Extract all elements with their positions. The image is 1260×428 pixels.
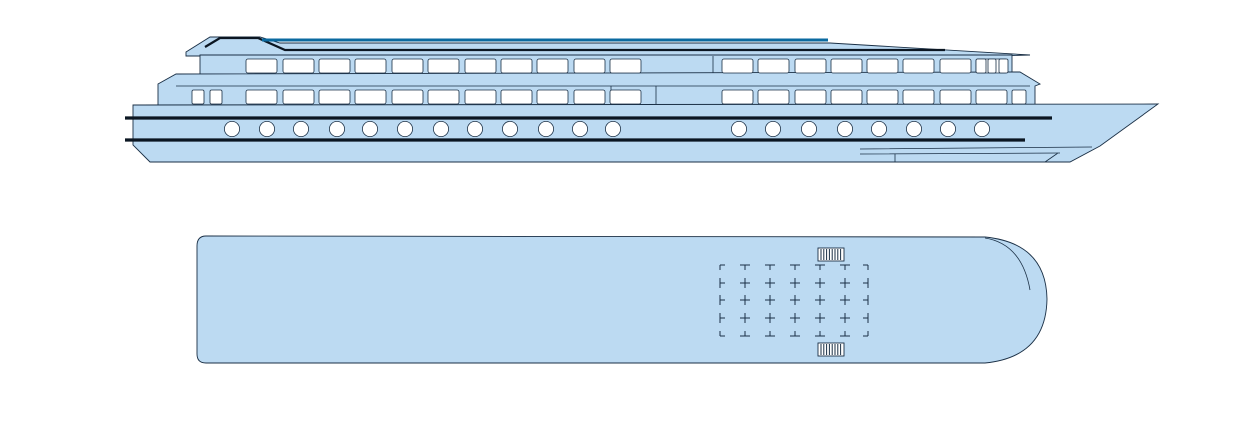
porthole xyxy=(538,121,555,138)
upper-deck-door xyxy=(987,58,997,74)
upper-deck-window xyxy=(282,58,315,74)
middle-deck-window xyxy=(794,89,827,105)
side-elevation-view xyxy=(125,36,1160,163)
porthole xyxy=(940,121,957,138)
middle-deck-window xyxy=(391,89,424,105)
middle-deck-door xyxy=(209,89,223,105)
upper-deck-window xyxy=(318,58,351,74)
middle-deck-window xyxy=(354,89,387,105)
upper-deck-door xyxy=(998,58,1009,74)
sun-deck-railing xyxy=(204,36,945,52)
upper-deck-window xyxy=(609,58,642,74)
bow-detail xyxy=(859,146,1093,163)
middle-deck-window xyxy=(573,89,606,105)
upper-deck-window xyxy=(354,58,387,74)
middle-deck-window xyxy=(830,89,863,105)
upper-deck-window xyxy=(721,58,754,74)
middle-deck-window xyxy=(500,89,533,105)
upper-deck-window xyxy=(866,58,899,74)
bow-inner-line xyxy=(984,237,1031,291)
upper-deck-window xyxy=(464,58,497,74)
upper-deck-window xyxy=(939,58,972,74)
upper-deck-window xyxy=(245,58,278,74)
upper-deck-window xyxy=(830,58,863,74)
porthole xyxy=(466,121,483,138)
middle-deck-window xyxy=(609,89,642,105)
upper-deck-window xyxy=(573,58,606,74)
porthole xyxy=(396,121,413,138)
porthole xyxy=(871,121,888,138)
staircases xyxy=(817,247,845,357)
middle-deck-window xyxy=(427,89,460,105)
upper-deck-window xyxy=(536,58,569,74)
middle-deck-window xyxy=(318,89,351,105)
deck-outline xyxy=(196,235,1048,364)
top-plan-view xyxy=(196,235,1048,364)
upper-deck-windows xyxy=(245,58,1009,74)
porthole xyxy=(501,121,518,138)
porthole xyxy=(328,121,345,138)
middle-deck-window xyxy=(464,89,497,105)
porthole xyxy=(432,121,449,138)
middle-deck-door xyxy=(191,89,205,105)
porthole xyxy=(801,121,818,138)
upper-deck-window xyxy=(391,58,424,74)
upper-deck-window xyxy=(902,58,935,74)
upper-deck-window xyxy=(500,58,533,74)
porthole xyxy=(731,121,748,138)
upper-deck-window xyxy=(757,58,790,74)
porthole xyxy=(361,121,378,138)
porthole xyxy=(837,121,854,138)
middle-deck-window xyxy=(975,89,1008,105)
middle-deck-window xyxy=(245,89,278,105)
porthole xyxy=(292,121,309,138)
upper-deck-window xyxy=(794,58,827,74)
porthole xyxy=(258,121,275,138)
porthole xyxy=(605,121,622,138)
upper-deck-door xyxy=(975,58,987,74)
middle-deck-window xyxy=(866,89,899,105)
hull-portholes xyxy=(223,121,991,138)
middle-deck-window xyxy=(757,89,790,105)
middle-deck-window xyxy=(939,89,972,105)
sun-deck-lounger-grid xyxy=(719,264,869,337)
porthole xyxy=(974,121,991,138)
middle-deck-windows xyxy=(191,89,1027,105)
middle-deck-window xyxy=(282,89,315,105)
porthole xyxy=(765,121,782,138)
middle-deck-door xyxy=(1011,89,1027,105)
middle-deck-window xyxy=(536,89,569,105)
porthole xyxy=(906,121,923,138)
porthole xyxy=(572,121,589,138)
middle-deck-window xyxy=(902,89,935,105)
porthole xyxy=(223,121,240,138)
middle-deck-window xyxy=(721,89,754,105)
upper-deck-window xyxy=(427,58,460,74)
